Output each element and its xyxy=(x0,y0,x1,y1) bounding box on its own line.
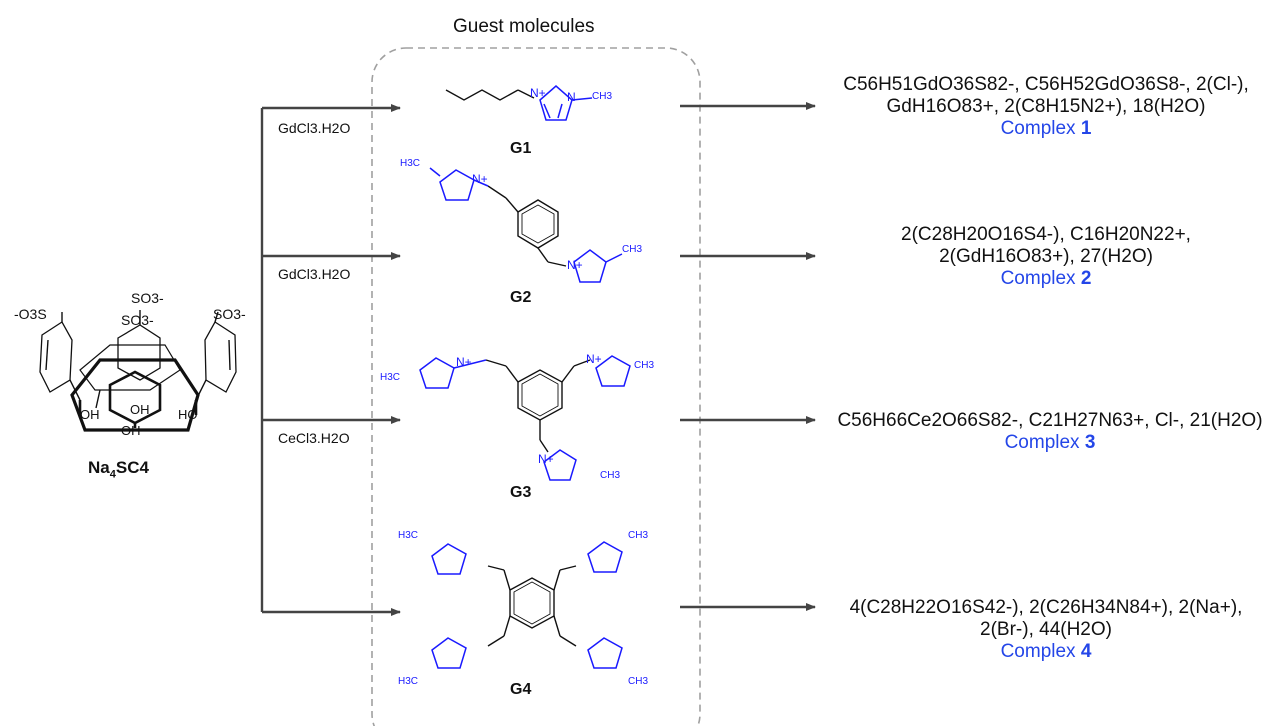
complex-1-number: 1 xyxy=(1080,118,1092,139)
complex-2-formula-line1: 2(C28H20O16S4-), C16H20N22+, xyxy=(901,224,1191,245)
complex-3-number: 3 xyxy=(1084,432,1096,453)
guest-g4-imidazolium xyxy=(431,541,623,669)
complex-3-word: Complex xyxy=(1004,432,1080,453)
complex-4-word: Complex xyxy=(1000,641,1076,662)
host-label: Na4SC4 xyxy=(88,458,149,480)
atom-ch3-g2: CH3 xyxy=(622,244,643,255)
atom-n-plus-g3a: N+ xyxy=(456,355,472,369)
atom-h3c-g3: H3C xyxy=(380,372,401,383)
host-label-suffix: SC4 xyxy=(115,458,149,477)
complex-1-formula-line1: C56H51GdO36S82-, C56H52GdO36S8-, 2(Cl-), xyxy=(843,74,1249,95)
atom-n-plus-g3b: N+ xyxy=(586,352,602,366)
guest-label-g4: G4 xyxy=(510,681,532,698)
atom-ch3-g4b: CH3 xyxy=(628,676,649,687)
guest-label-g2: G2 xyxy=(510,289,532,306)
host-group-ho: HO xyxy=(178,407,198,422)
atom-h3c-g4a: H3C xyxy=(398,530,419,541)
reagent-3: CeCl3.H2O xyxy=(278,430,350,446)
atom-ch3-g3a: CH3 xyxy=(634,360,655,371)
complex-4-formula-line2: 2(Br-), 44(H2O) xyxy=(980,619,1112,640)
guest-box xyxy=(371,47,701,726)
atom-ch3-g1: CH3 xyxy=(592,91,613,102)
complex-2-number: 2 xyxy=(1080,268,1092,289)
complex-3-block: C56H66Ce2O66S82-, C21H27N63+, Cl-, 21(H2… xyxy=(830,410,1270,454)
host-group-so3-left: -O3S xyxy=(14,306,47,322)
guest-g1-imidazolium xyxy=(539,85,593,121)
atom-n-plus-g1a: N+ xyxy=(530,86,546,100)
complex-2-block: 2(C28H20O16S4-), C16H20N22+, 2(GdH16O83+… xyxy=(836,224,1256,290)
reagent-2: GdCl3.H2O xyxy=(278,266,351,282)
complex-1-block: C56H51GdO36S82-, C56H52GdO36S8-, 2(Cl-),… xyxy=(836,74,1256,140)
guest-label-g1: G1 xyxy=(510,140,532,157)
reagent-1: GdCl3.H2O xyxy=(278,120,351,136)
host-label-prefix: Na xyxy=(88,458,110,477)
guest-g3-structure xyxy=(485,359,591,453)
host-group-so3-top: SO3- xyxy=(131,290,164,306)
atom-h3c-g4b: H3C xyxy=(398,676,419,687)
complex-4-number: 4 xyxy=(1080,641,1092,662)
complex-3-formula-line1: C56H66Ce2O66S82-, C21H27N63+, Cl-, 21(H2… xyxy=(837,410,1263,431)
guest-label-g3: G3 xyxy=(510,484,532,501)
complex-1-word: Complex xyxy=(1000,118,1076,139)
host-group-oh-3: OH xyxy=(121,423,141,438)
complex-4-name: Complex 4 xyxy=(836,641,1256,663)
complex-4-block: 4(C28H22O16S42-), 2(C26H34N84+), 2(Na+),… xyxy=(836,597,1256,663)
host-group-so3-right: SO3- xyxy=(213,306,246,322)
atom-n-plus-g3c: N+ xyxy=(538,452,554,466)
complex-1-name: Complex 1 xyxy=(836,118,1256,140)
guest-g2-structure xyxy=(487,185,567,267)
guest-g4-structure xyxy=(487,565,577,647)
host-group-oh-2: OH xyxy=(130,402,150,417)
atom-n-plus-g2a: N+ xyxy=(472,172,488,186)
complex-1-formula-line2: GdH16O83+, 2(C8H15N2+), 18(H2O) xyxy=(886,96,1206,117)
complex-2-word: Complex xyxy=(1000,268,1076,289)
atom-n-g1b: N xyxy=(567,90,576,104)
guest-molecules-title: Guest molecules xyxy=(453,16,595,37)
guest-g1-structure xyxy=(445,89,535,101)
atom-ch3-g3b: CH3 xyxy=(600,470,621,481)
calixarene-structure xyxy=(39,310,237,432)
atom-ch3-g4a: CH3 xyxy=(628,530,649,541)
atom-n-plus-g2b: N+ xyxy=(567,258,583,272)
host-group-oh-1: OH xyxy=(80,407,100,422)
branch-arrows xyxy=(260,104,401,616)
complex-2-formula-line2: 2(GdH16O83+), 27(H2O) xyxy=(939,246,1153,267)
guest-g2-imidazolium xyxy=(429,167,623,283)
complex-3-name: Complex 3 xyxy=(830,432,1270,454)
atom-h3c-g2: H3C xyxy=(400,158,421,169)
guest-g3-imidazolium xyxy=(419,355,631,481)
complex-2-name: Complex 2 xyxy=(836,268,1256,290)
product-arrows xyxy=(680,102,816,611)
complex-4-formula-line1: 4(C28H22O16S42-), 2(C26H34N84+), 2(Na+), xyxy=(849,597,1243,618)
host-group-so3-mid: SO3- xyxy=(121,312,154,328)
host-label-sub: 4 xyxy=(109,468,116,481)
